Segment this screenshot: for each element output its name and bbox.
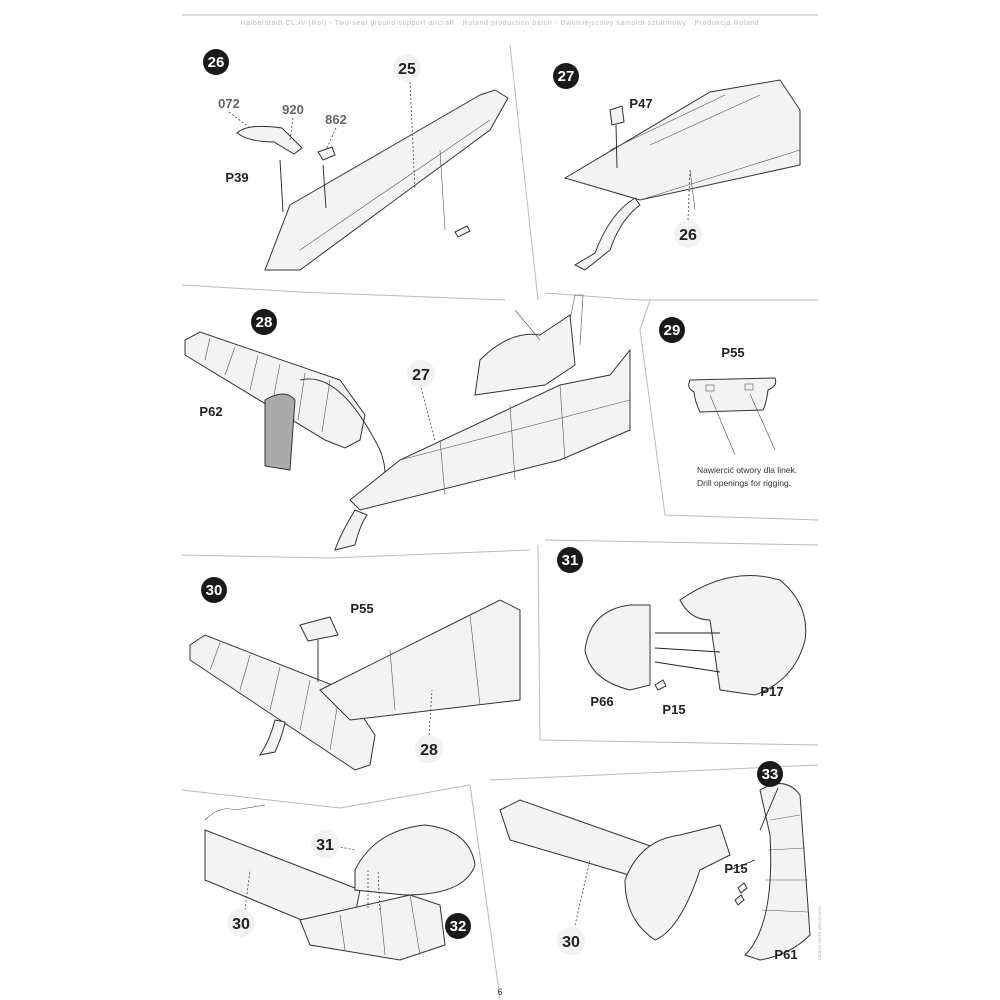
header-title: Halberstadt CL.IV (Rol) - Two-seat groun…	[241, 20, 760, 27]
tailplane-drawing	[189, 634, 376, 771]
part-072-label: 072	[218, 96, 240, 111]
panel-dividers	[181, 44, 819, 999]
part-p47-label: P47	[629, 96, 652, 111]
note-english: Drill openings for rigging.	[697, 478, 791, 488]
step-32-number: 32	[450, 918, 467, 935]
step-30-number: 30	[206, 582, 223, 599]
part-p61-label: P61	[774, 947, 797, 962]
ref-26-label: 26	[679, 227, 697, 244]
part-p61-drawing	[744, 783, 811, 961]
part-072-drawing	[236, 125, 303, 155]
designer-credit: DESIGN PIOTR MROZOWSKI	[817, 905, 822, 960]
page-number: 6	[497, 987, 502, 997]
part-p39-label: P39	[225, 170, 248, 185]
part-p15-label: P15	[662, 702, 685, 717]
part-p17-drawing	[679, 575, 807, 696]
step-28-panel: 28 27 P62	[184, 294, 631, 551]
part-p55-label: P55	[721, 345, 744, 360]
fuselage-28-drawing	[319, 599, 521, 721]
step-26-panel: 26 25 072 920 862 P39	[203, 49, 509, 271]
step-29-panel: 29 P55 Nawiercić otwory dla linek. Drill…	[659, 317, 797, 488]
tail-assembly-drawing	[624, 824, 731, 941]
fuselage-tail-drawing	[264, 89, 509, 271]
step-27-panel: 27 P47 26	[553, 63, 801, 271]
step-27-number: 27	[558, 68, 575, 85]
step-29-number: 29	[664, 322, 681, 339]
step-33-number: 33	[762, 766, 779, 783]
note-polish: Nawiercić otwory dla linek.	[697, 465, 797, 475]
ref-27-label: 27	[412, 367, 430, 384]
ref-28-label: 28	[420, 742, 438, 759]
part-p55-drawing	[688, 377, 777, 413]
fuselage-drawing	[563, 79, 801, 201]
ref-31-label: 31	[316, 837, 334, 854]
part-p55-label-2: P55	[350, 601, 373, 616]
step-26-number: 26	[208, 54, 225, 71]
step-26-badge	[203, 49, 229, 75]
ref-25-label: 25	[398, 61, 416, 78]
part-p15-label-2: P15	[724, 861, 747, 876]
part-p66-label: P66	[590, 694, 613, 709]
part-p66-drawing	[584, 604, 651, 691]
step-31-panel: 31 P66 P15 P17	[557, 547, 807, 717]
step-33-panel: 33 P15 P61 30	[499, 761, 811, 962]
ref-30-label-2: 30	[562, 934, 580, 951]
step-31-number: 31	[562, 552, 579, 569]
part-920-label: 920	[282, 102, 304, 117]
step-28-number: 28	[256, 314, 273, 331]
step-32-panel: 31 30 32	[204, 804, 476, 961]
part-p17-label: P17	[760, 684, 783, 699]
fuselage-27-drawing	[349, 348, 631, 511]
part-862-label: 862	[325, 112, 347, 127]
step-30-panel: 30 P55 28	[189, 577, 521, 771]
ref-30-label: 30	[232, 916, 250, 933]
part-p62-label: P62	[199, 404, 222, 419]
